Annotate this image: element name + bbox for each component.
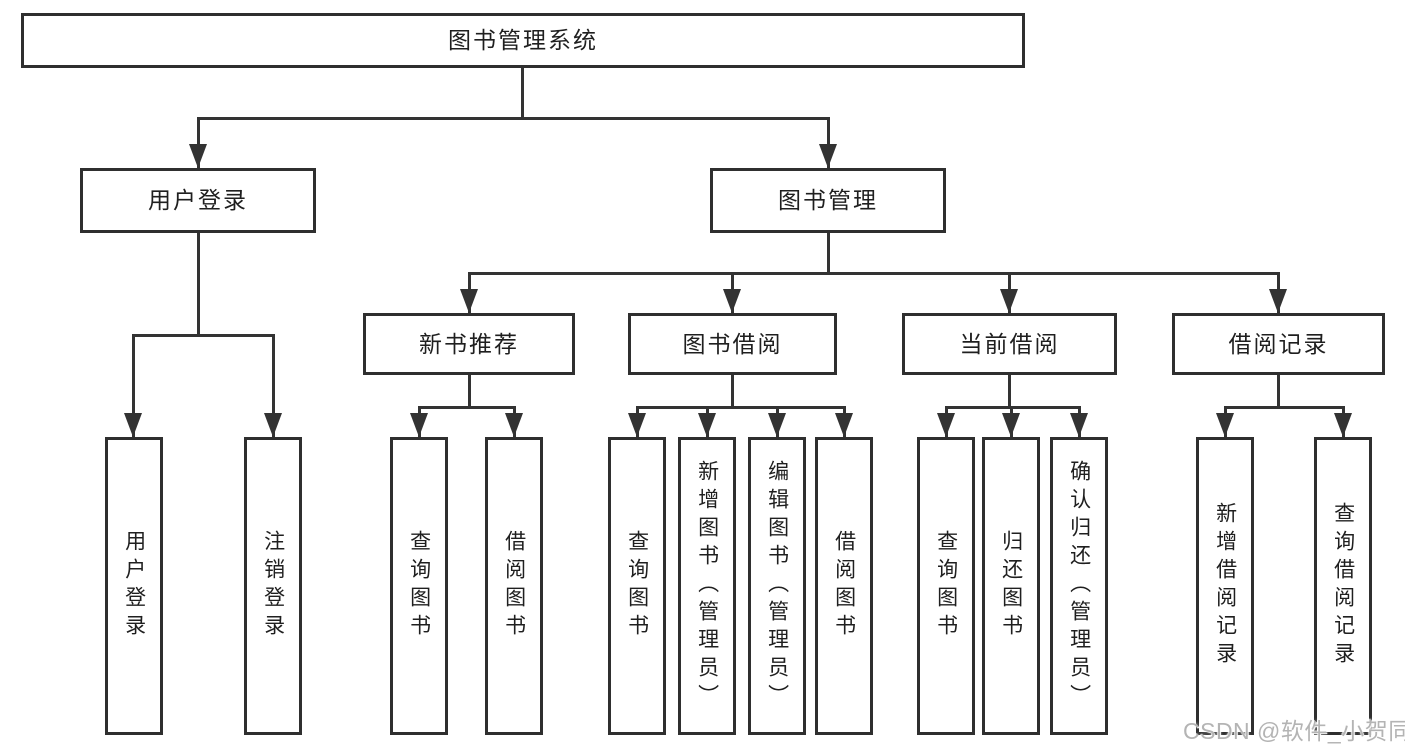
arrow-down-icon — [505, 413, 523, 437]
arrow-down-icon — [628, 413, 646, 437]
arrow-down-icon — [460, 289, 478, 313]
arrow-down-icon — [1002, 413, 1020, 437]
arrow-down-icon — [410, 413, 428, 437]
arrow-down-icon — [819, 144, 837, 168]
connector-line — [197, 233, 200, 337]
arrow-down-icon — [124, 413, 142, 437]
leaf-query-book-current: 查询图书 — [917, 437, 975, 735]
connector-line — [418, 406, 516, 409]
connector-line — [1008, 375, 1011, 409]
leaf-query-book-borrow: 查询图书 — [608, 437, 666, 735]
arrow-down-icon — [1070, 413, 1088, 437]
node-new-book-recommend: 新书推荐 — [363, 313, 575, 375]
leaf-confirm-return-admin: 确认归还（管理员） — [1050, 437, 1108, 735]
node-user-login: 用户登录 — [80, 168, 316, 233]
arrow-down-icon — [698, 413, 716, 437]
node-borrow-records: 借阅记录 — [1172, 313, 1385, 375]
connector-line — [636, 406, 846, 409]
arrow-down-icon — [835, 413, 853, 437]
arrow-down-icon — [768, 413, 786, 437]
leaf-logout: 注销登录 — [244, 437, 302, 735]
connector-line — [945, 406, 1081, 409]
leaf-add-book-admin: 新增图书（管理员） — [678, 437, 736, 735]
arrow-down-icon — [264, 413, 282, 437]
arrow-down-icon — [937, 413, 955, 437]
arrow-down-icon — [1216, 413, 1234, 437]
connector-line — [827, 118, 830, 168]
connector-line — [521, 68, 524, 120]
leaf-query-book-recommend: 查询图书 — [390, 437, 448, 735]
arrow-down-icon — [1000, 289, 1018, 313]
arrow-down-icon — [723, 289, 741, 313]
connector-line — [1224, 406, 1345, 409]
connector-line — [272, 335, 275, 437]
connector-line — [197, 117, 830, 120]
connector-line — [827, 233, 830, 275]
node-current-borrow: 当前借阅 — [902, 313, 1117, 375]
leaf-edit-book-admin: 编辑图书（管理员） — [748, 437, 806, 735]
node-book-management: 图书管理 — [710, 168, 946, 233]
connector-line — [197, 118, 200, 168]
node-book-management-system: 图书管理系统 — [21, 13, 1025, 68]
csdn-watermark: CSDN @软件_小贺同学 — [1183, 718, 1405, 744]
leaf-borrow-book: 借阅图书 — [815, 437, 873, 735]
leaf-add-borrow-record: 新增借阅记录 — [1196, 437, 1254, 735]
connector-line — [468, 375, 471, 409]
connector-line — [468, 272, 1280, 275]
arrow-down-icon — [1269, 289, 1287, 313]
arrow-down-icon — [1334, 413, 1352, 437]
leaf-user-login: 用户登录 — [105, 437, 163, 735]
connector-line — [132, 335, 135, 437]
node-book-borrow: 图书借阅 — [628, 313, 837, 375]
leaf-query-borrow-record: 查询借阅记录 — [1314, 437, 1372, 735]
connector-line — [1277, 375, 1280, 409]
connector-line — [731, 375, 734, 409]
leaf-return-book: 归还图书 — [982, 437, 1040, 735]
arrow-down-icon — [189, 144, 207, 168]
leaf-borrow-book-recommend: 借阅图书 — [485, 437, 543, 735]
connector-line — [132, 334, 275, 337]
